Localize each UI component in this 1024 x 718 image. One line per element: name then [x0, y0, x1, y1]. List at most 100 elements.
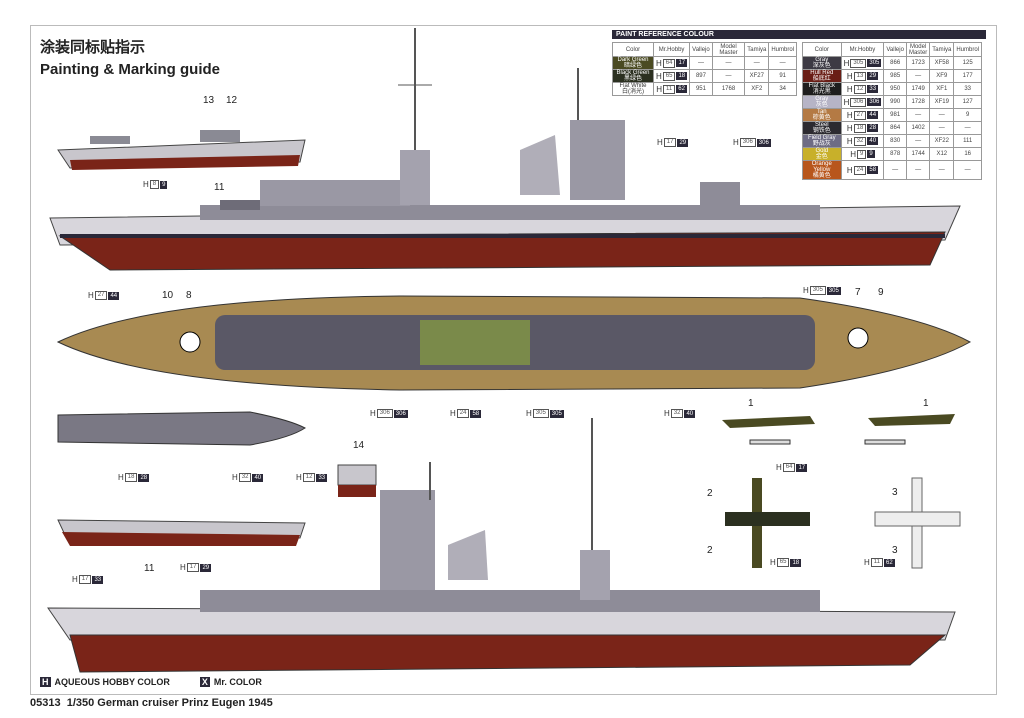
ship-side-view-bottom: [47, 418, 956, 673]
marker-8: 8: [186, 290, 192, 301]
aircraft-side-views: [722, 414, 955, 445]
tamiya-code: XF58: [929, 56, 955, 70]
column-header: Color: [612, 42, 654, 57]
column-header: Mr.Hobby: [652, 42, 691, 57]
humbrol-code: 9: [953, 108, 982, 122]
title-chinese: 涂装同标贴指示: [40, 39, 146, 56]
column-header: Model Master: [905, 42, 931, 57]
model-master-code: 1402: [905, 121, 931, 135]
boat-side-view-1: [57, 130, 306, 170]
marker-2b: 2: [707, 545, 713, 556]
vallejo-code: 985: [883, 69, 907, 83]
marker-11: 11: [214, 182, 225, 193]
humbrol-code: 16: [953, 147, 982, 161]
tamiya-code: —: [929, 160, 955, 180]
tamiya-code: XF22: [929, 134, 955, 148]
page-title: Painting & Marking guide: [40, 61, 221, 78]
humbrol-code: 34: [768, 82, 797, 96]
column-header: Vallejo: [883, 42, 907, 57]
marker-3a: 3: [892, 487, 898, 498]
humbrol-code: 33: [953, 82, 982, 96]
humbrol-code: —: [953, 160, 982, 180]
humbrol-code: 127: [953, 95, 982, 109]
tamiya-code: —: [744, 56, 770, 70]
tamiya-code: XF9: [929, 69, 955, 83]
humbrol-code: 177: [953, 69, 982, 83]
humbrol-code: —: [768, 56, 797, 70]
model-master-code: 1744: [905, 147, 931, 161]
marker-1a: 1: [748, 398, 754, 409]
boat-plan-view: [57, 411, 306, 446]
model-master-code: 1768: [711, 82, 746, 96]
vallejo-code: 951: [689, 82, 713, 96]
column-header: Humbrol: [768, 42, 797, 57]
boat-side-view-2: [57, 519, 306, 546]
marker-3b: 3: [892, 545, 898, 556]
model-master-code: —: [905, 69, 931, 83]
tamiya-code: XF19: [929, 95, 955, 109]
marker-2a: 2: [707, 488, 713, 499]
model-master-code: 1749: [905, 82, 931, 96]
vallejo-code: 897: [689, 69, 713, 83]
vallejo-code: 981: [883, 108, 907, 122]
humbrol-code: 125: [953, 56, 982, 70]
aircraft-plan-views: [725, 477, 961, 569]
vallejo-code: 830: [883, 134, 907, 148]
ship-side-view-top: [49, 28, 961, 271]
footer-caption: 05313 1/350 German cruiser Prinz Eugen 1…: [30, 697, 273, 709]
model-master-code: —: [905, 160, 931, 180]
column-header: Tamiya: [744, 42, 770, 57]
marker-14: 14: [353, 440, 365, 451]
marker-7: 7: [855, 287, 861, 298]
vallejo-code: 990: [883, 95, 907, 109]
column-header: Humbrol: [953, 42, 982, 57]
model-master-code: 1728: [905, 95, 931, 109]
model-master-code: —: [905, 134, 931, 148]
model-master-code: —: [711, 56, 746, 70]
marker-10: 10: [162, 290, 174, 301]
marker-13: 13: [203, 95, 215, 106]
vallejo-code: —: [883, 160, 907, 180]
